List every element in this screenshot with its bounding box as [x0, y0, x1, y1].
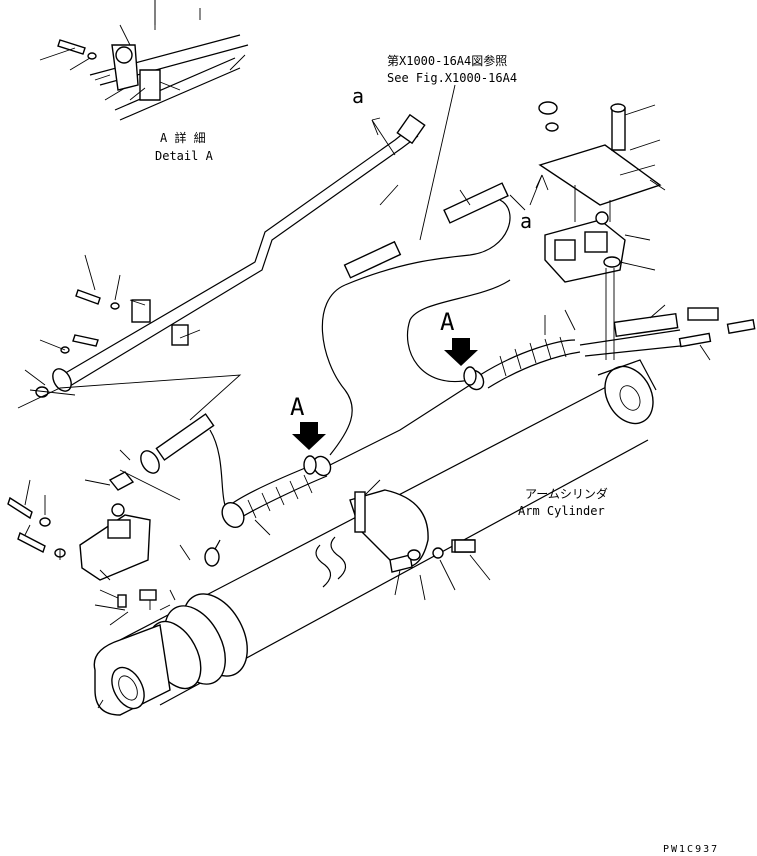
arm-cylinder-icon: [93, 359, 657, 716]
callout-a-right: a: [520, 209, 532, 233]
reference-en: See Fig.X1000-16A4: [387, 71, 517, 85]
detail-a-inset: [57, 0, 249, 121]
callout-a-left: a: [352, 84, 364, 108]
valve-block-icon: [538, 101, 662, 360]
detail-a-title-jp: A 詳 細: [160, 130, 206, 145]
small-valve-icon: [79, 450, 160, 608]
bolt-icon: [7, 289, 476, 558]
hydraulic-tube: [52, 113, 426, 392]
detail-a-title-en: Detail A: [155, 149, 214, 163]
reference-jp: 第X1000-16A4図参照: [387, 53, 507, 68]
figure-code: PW1C937: [663, 844, 719, 855]
callout-A-right: A: [440, 308, 455, 336]
arm-cylinder-label-en: Arm Cylinder: [518, 504, 605, 518]
callout-A-left: A: [290, 393, 305, 421]
arm-cylinder-label-jp: アームシリンダ: [525, 486, 608, 501]
clamp-icon: [303, 366, 477, 573]
arrow-icon: [292, 117, 549, 450]
hose-icon: [155, 182, 756, 567]
leader-lines: [17, 0, 711, 626]
